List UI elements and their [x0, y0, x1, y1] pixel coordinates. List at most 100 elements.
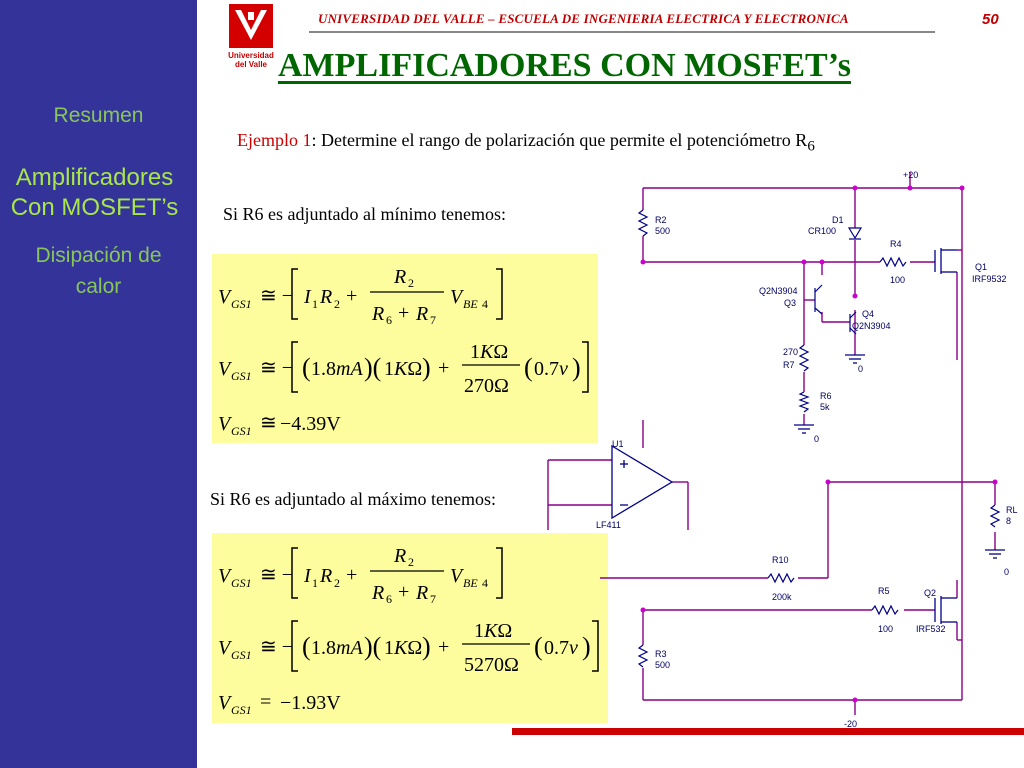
svg-text:V: V: [218, 637, 233, 659]
label-r2-ref: R2: [655, 215, 667, 225]
svg-text:GS1: GS1: [231, 576, 252, 590]
svg-text:1: 1: [312, 297, 318, 311]
example-label: Ejemplo 1: [237, 130, 312, 150]
sidebar: Resumen Amplificadores Con MOSFET’s Disi…: [0, 0, 197, 768]
circuit-schematic: +20 -20 R2 500 D1 CR100 R4 100 Q1 IRF953…: [547, 170, 1018, 729]
svg-text:V: V: [218, 565, 233, 587]
example-statement: Ejemplo 1: Determine el rango de polariz…: [237, 130, 815, 156]
svg-text:): ): [582, 632, 591, 661]
svg-text:7: 7: [430, 592, 436, 606]
svg-text:): ): [572, 353, 581, 382]
label-q1-value: IRF9532: [972, 274, 1007, 284]
label-ground-rl: 0: [1004, 567, 1009, 577]
label-u1-ref: U1: [612, 439, 624, 449]
bottom-accent-bar: [512, 728, 1024, 735]
svg-text:4: 4: [482, 576, 488, 590]
svg-text:GS1: GS1: [231, 297, 252, 311]
svg-text:1KΩ: 1KΩ: [384, 637, 422, 659]
svg-text:V: V: [218, 413, 233, 435]
svg-text:GS1: GS1: [231, 703, 252, 717]
label-r10-value: 200k: [772, 592, 792, 602]
case-max-heading: Si R6 es adjuntado al máximo tenemos:: [210, 489, 496, 509]
label-r3-value: 500: [655, 660, 670, 670]
page-number: 50: [982, 11, 999, 28]
sidebar-item-disipacion[interactable]: Disipación de calor: [0, 240, 197, 302]
label-q3-value: Q2N3904: [759, 286, 798, 296]
svg-text:I: I: [303, 565, 312, 587]
svg-text:4: 4: [482, 297, 488, 311]
svg-text:+: +: [346, 564, 357, 586]
svg-text:≅ −: ≅ −: [260, 636, 293, 658]
svg-text:R: R: [371, 582, 384, 604]
label-q2-ref: Q2: [924, 588, 936, 598]
institution-header: UNIVERSIDAD DEL VALLE – ESCUELA DE INGEN…: [318, 11, 849, 26]
label-supply-neg: -20: [844, 719, 857, 729]
svg-text:R: R: [319, 565, 332, 587]
svg-text:+: +: [346, 285, 357, 307]
svg-text:1KΩ: 1KΩ: [474, 620, 512, 642]
svg-text:=: =: [260, 691, 271, 713]
sidebar-item-label: Con MOSFET’s: [10, 194, 179, 221]
svg-text:1: 1: [312, 576, 318, 590]
case-min-heading: Si R6 es adjuntado al mínimo tenemos:: [223, 204, 506, 224]
label-rl-ref: RL: [1006, 505, 1018, 515]
svg-text:BE: BE: [463, 297, 478, 311]
svg-text:1.8mA: 1.8mA: [311, 358, 363, 380]
sidebar-item-resumen[interactable]: Resumen: [0, 104, 197, 128]
svg-text:)(: )(: [364, 353, 381, 382]
denominator-min: 270Ω: [464, 375, 509, 397]
svg-text:)(: )(: [364, 632, 381, 661]
example-text: : Determine el rango de polarización que…: [311, 130, 808, 150]
svg-text:V: V: [218, 286, 233, 308]
svg-text:≅ −: ≅ −: [260, 357, 293, 379]
svg-text:(: (: [302, 353, 311, 382]
svg-text:6: 6: [386, 592, 392, 606]
header-divider: [309, 31, 935, 33]
label-r3-ref: R3: [655, 649, 667, 659]
svg-text:V: V: [450, 565, 465, 587]
sidebar-item-label: Amplificadores: [15, 164, 174, 191]
label-q4-ref: Q4: [862, 309, 874, 319]
label-d1-value: CR100: [808, 226, 836, 236]
svg-text:+: +: [438, 357, 449, 379]
svg-text:+: +: [438, 636, 449, 658]
sidebar-item-label: calor: [75, 275, 122, 298]
svg-text:1KΩ: 1KΩ: [384, 358, 422, 380]
label-r5-ref: R5: [878, 586, 890, 596]
label-q4-value: Q2N3904: [852, 321, 891, 331]
svg-text:V: V: [218, 692, 233, 714]
sidebar-item-label: Disipación de: [35, 244, 162, 267]
svg-text:6: 6: [386, 313, 392, 327]
label-d1-ref: D1: [832, 215, 844, 225]
slide-title: AMPLIFICADORES CON MOSFET’s: [278, 47, 851, 84]
svg-text:): ): [422, 353, 431, 382]
svg-text:R: R: [371, 303, 384, 325]
label-rl-value: 8: [1006, 516, 1011, 526]
sidebar-item-amplificadores[interactable]: Amplificadores Con MOSFET’s: [0, 163, 193, 223]
label-ground-r6: 0: [814, 434, 819, 444]
label-r6-ref: R6: [820, 391, 832, 401]
label-q3-ref: Q3: [784, 298, 796, 308]
svg-text:(: (: [534, 632, 543, 661]
result-min: −4.39V: [280, 413, 341, 435]
svg-text:R: R: [393, 545, 406, 567]
label-r5-value: 100: [878, 624, 893, 634]
svg-text:R: R: [415, 582, 428, 604]
svg-text:≅ −: ≅ −: [260, 285, 293, 307]
svg-text:GS1: GS1: [231, 369, 252, 383]
label-u1-value: LF411: [596, 520, 621, 530]
svg-text:V: V: [218, 358, 233, 380]
svg-text:GS1: GS1: [231, 424, 252, 438]
svg-text:I: I: [303, 286, 312, 308]
result-max: −1.93V: [280, 692, 341, 714]
svg-text:0.7v: 0.7v: [544, 637, 578, 659]
label-r7-value: 270: [783, 347, 798, 357]
svg-text:2: 2: [334, 576, 340, 590]
svg-text:1.8mA: 1.8mA: [311, 637, 363, 659]
label-supply-pos: +20: [903, 170, 918, 180]
svg-text:BE: BE: [463, 576, 478, 590]
label-r4-ref: R4: [890, 239, 902, 249]
label-r6-value: 5k: [820, 402, 830, 412]
university-logo: Universidad del Valle: [228, 4, 274, 69]
